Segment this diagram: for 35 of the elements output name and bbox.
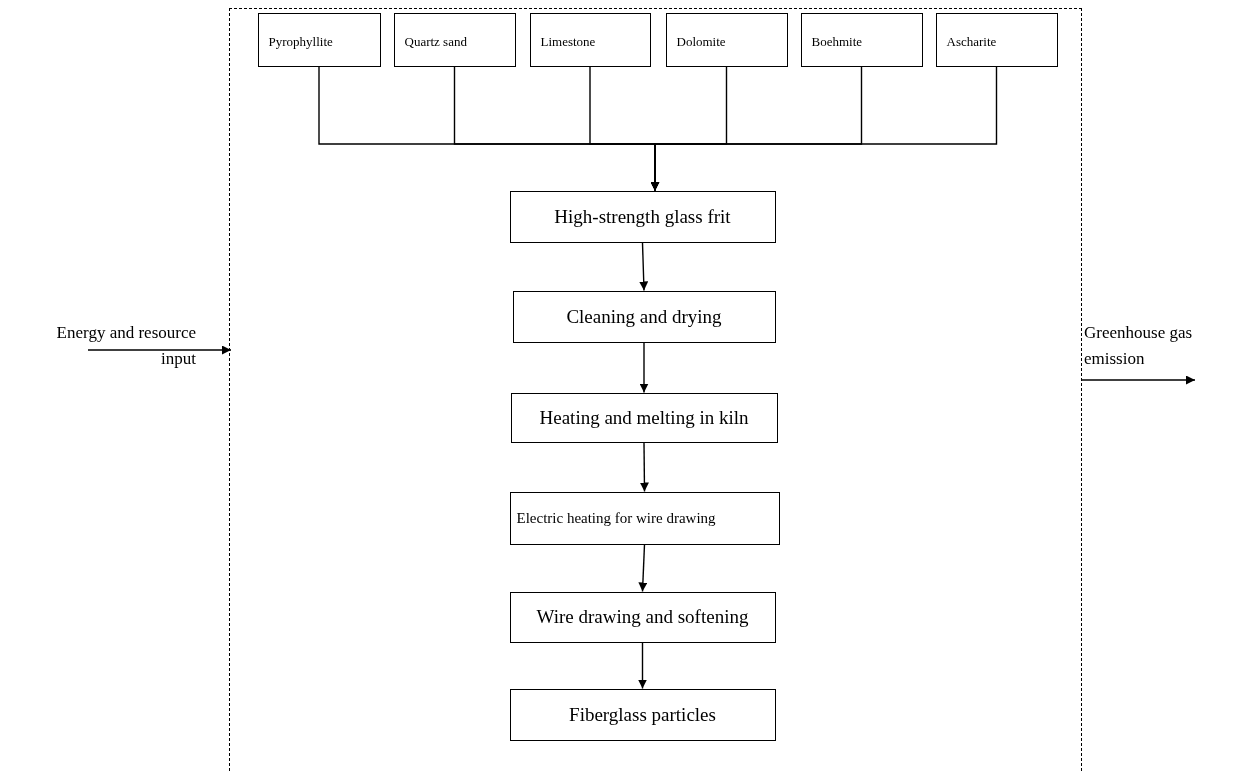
arrow xyxy=(639,441,649,493)
material-box xyxy=(665,12,788,67)
node-label: Dolomite xyxy=(676,33,727,50)
node-label: Boehmite xyxy=(811,33,864,50)
process-box xyxy=(510,392,778,443)
arrow xyxy=(638,641,647,690)
flow-label: Energy and resource input xyxy=(55,322,196,370)
node-label: Electric heating for wire drawing xyxy=(516,509,716,527)
material-box xyxy=(257,12,381,67)
flow-label: Greenhouse gas emission xyxy=(1084,322,1194,370)
process-box xyxy=(509,688,776,741)
arrow xyxy=(87,345,232,355)
material-box xyxy=(529,12,651,67)
node-label: Heating and melting in kiln xyxy=(539,406,749,429)
node-label: Quartz sand xyxy=(404,33,468,50)
process-box xyxy=(512,290,776,343)
arrow xyxy=(639,241,649,292)
arrow xyxy=(1081,375,1196,385)
process-box xyxy=(509,491,780,545)
node-label: Pyrophyllite xyxy=(268,33,334,50)
node-label: Wire drawing and softening xyxy=(536,606,749,628)
material-box xyxy=(800,12,923,67)
process-box xyxy=(509,591,776,643)
node-label: Ascharite xyxy=(946,33,998,50)
arrow xyxy=(650,65,998,192)
material-box xyxy=(393,12,516,67)
node-label: High-strength glass frit xyxy=(554,205,731,228)
arrow xyxy=(639,341,649,394)
node-label: Limestone xyxy=(540,33,597,50)
process-box xyxy=(509,190,776,243)
arrow xyxy=(638,543,648,593)
system-boundary xyxy=(229,8,1082,771)
node-label: Cleaning and drying xyxy=(566,305,722,328)
node-label: Fiberglass particles xyxy=(569,703,716,726)
material-box xyxy=(935,12,1058,67)
